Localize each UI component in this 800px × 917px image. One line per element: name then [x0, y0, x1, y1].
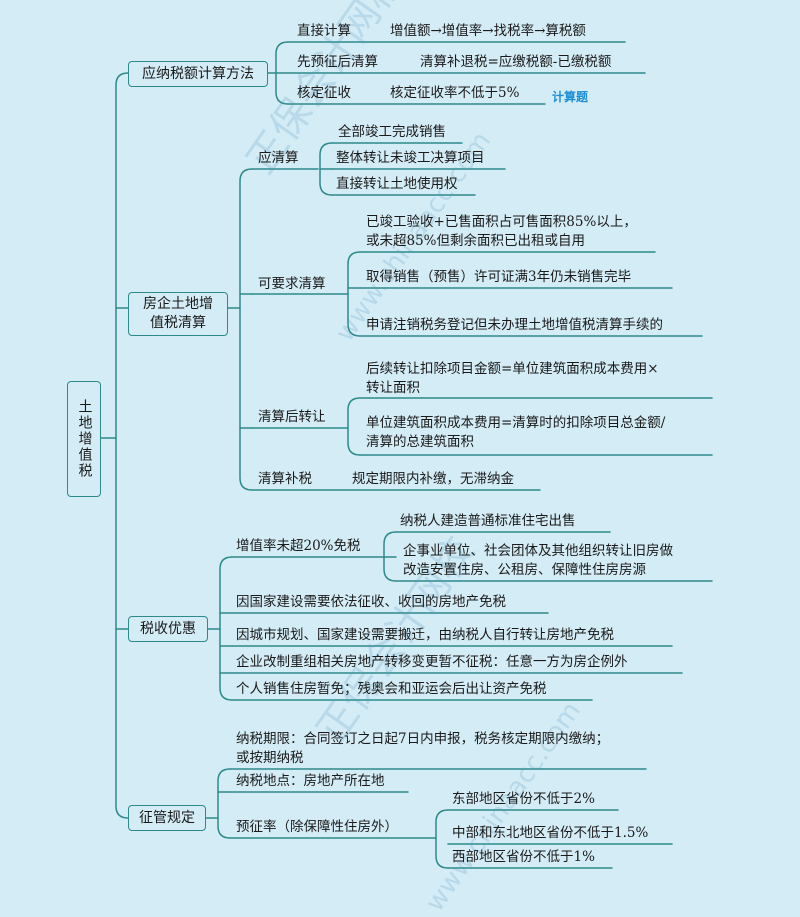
direct-calc-label: 直接计算	[297, 23, 351, 39]
post-transfer-item: 后续转让扣除项目金额=单位建筑面积成本费用×	[366, 361, 659, 377]
must-liquidate-item: 全部竣工完成销售	[338, 124, 446, 140]
incentive-under-20-item: 纳税人建造普通标准住宅出售	[400, 513, 576, 529]
may-liquidate-label: 可要求清算	[258, 276, 326, 292]
branch-label: 税收优惠	[140, 620, 196, 637]
may-liquidate-item: 已竣工验收+已售面积占可售面积85%以上，	[366, 214, 637, 230]
must-liquidate-item: 直接转让土地使用权	[336, 176, 458, 192]
post-transfer-label: 清算后转让	[258, 409, 326, 425]
branch-calculation-method: 应纳税额计算方法	[128, 61, 268, 87]
incentive-under-20-label: 增值率未超20%免税	[236, 538, 361, 554]
post-transfer-item: 单位建筑面积成本费用=清算时的扣除项目总金额/	[366, 415, 666, 431]
prepay-rate-label: 预征率（除保障性住房外）	[236, 819, 398, 835]
calculation-tag: 计算题	[552, 90, 589, 104]
post-transfer-item: 转让面积	[366, 380, 420, 396]
branch-label: 征管规定	[139, 809, 195, 826]
must-liquidate-item: 整体转让未竣工决算项目	[336, 150, 485, 166]
prepay-settle-detail: 清算补退税=应缴税额-已缴税额	[420, 54, 612, 70]
may-liquidate-item: 申请注销税务登记但未办理土地增值税清算手续的	[366, 317, 663, 333]
direct-calc-detail: 增值额→增值率→找税率→算税额	[390, 23, 586, 39]
tax-period-line: 纳税期限：合同签订之日起7日内申报，税务核定期限内缴纳；	[236, 731, 610, 747]
prepay-settle-label: 先预征后清算	[297, 54, 378, 70]
prepay-rate-item: 东部地区省份不低于2%	[452, 791, 595, 807]
must-liquidate-label: 应清算	[258, 150, 299, 166]
mind-map: 正保会计网校 www.chinaacc.com 正保会计网校 www.china…	[67, 0, 713, 917]
post-transfer-item: 清算的总建筑面积	[366, 434, 474, 450]
incentive-item: 因国家建设需要依法征收、收回的房地产免税	[236, 594, 506, 610]
incentive-item: 个人销售住房暂免；残奥会和亚运会后出让资产免税	[236, 681, 547, 697]
branch-tax-incentives: 税收优惠	[128, 616, 208, 642]
supplement-tax-label: 清算补税	[258, 471, 312, 487]
branch-liquidation: 房企土地增值税清算	[128, 292, 228, 336]
may-liquidate-item: 取得销售（预售）许可证满3年仍未销售完毕	[366, 269, 632, 285]
root-label: 土地增值税	[76, 399, 93, 479]
branch-label: 房企土地增值税清算	[143, 296, 213, 331]
root-node: 土地增值税	[67, 381, 101, 497]
prepay-rate-item: 西部地区省份不低于1%	[452, 849, 595, 865]
prepay-rate-item: 中部和东北地区省份不低于1.5%	[452, 825, 649, 841]
incentive-under-20-item: 企事业单位、社会团体及其他组织转让旧房做	[403, 543, 673, 559]
tax-period-line: 或按期纳税	[236, 750, 304, 766]
assessed-detail: 核定征收率不低于5%	[390, 85, 520, 101]
supplement-tax-detail: 规定期限内补缴，无滞纳金	[352, 471, 514, 487]
may-liquidate-item: 或未超85%但剩余面积已出租或自用	[366, 233, 586, 249]
connector-lines	[99, 41, 713, 869]
incentive-item: 因城市规划、国家建设需要搬迁，由纳税人自行转让房地产免税	[236, 627, 614, 643]
tax-place: 纳税地点：房地产所在地	[236, 773, 385, 789]
branch-label: 应纳税额计算方法	[142, 65, 254, 82]
incentive-under-20-item: 改造安置住房、公租房、保障性住房房源	[403, 562, 646, 578]
branch-administration: 征管规定	[128, 805, 206, 831]
incentive-item: 企业改制重组相关房地产转移变更暂不征税：任意一方为房企例外	[236, 654, 628, 670]
assessed-label: 核定征收	[297, 85, 351, 101]
